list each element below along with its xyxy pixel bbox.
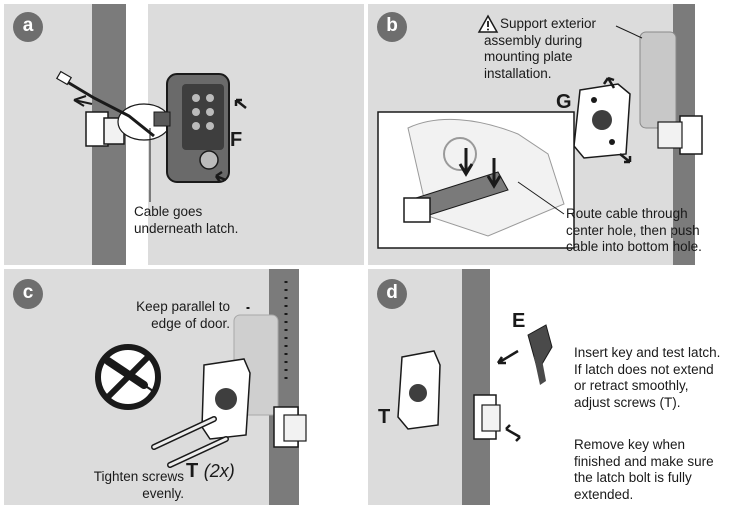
step-d-panel: d E T Insert key and test latch. If latc…	[368, 269, 728, 505]
step-b-illustration	[377, 4, 728, 265]
part-label-t: T	[186, 460, 199, 482]
step-d-illustration	[397, 269, 728, 505]
step-b-badge: b	[377, 12, 407, 42]
step-a-caption: Cable goes underneath latch.	[134, 204, 239, 236]
part-label-f: F	[230, 129, 243, 151]
step-d-instruction-1: Insert key and test latch. If latch does…	[574, 345, 721, 410]
step-c-badge: c	[13, 279, 43, 309]
step-a-panel: a F Cable goes underneath latch.	[4, 4, 364, 265]
part-quantity-note: (2x)	[203, 461, 235, 481]
step-d-badge: d	[377, 279, 407, 309]
step-c-top-caption: Keep parallel to edge of door.	[136, 299, 230, 331]
step-a-badge: a	[13, 12, 43, 42]
step-c-panel: c Keep parallel to edge of door. Tighten…	[4, 269, 364, 505]
step-b-warning: Support exterior assembly during mountin…	[484, 16, 597, 81]
part-label-t-screw: T	[378, 406, 391, 428]
step-c-bottom-caption: Tighten screws evenly.	[93, 469, 184, 501]
step-a-illustration	[55, 4, 247, 265]
step-b-panel: b Support exterior assembly during mount…	[368, 4, 728, 265]
part-label-t-with-note: T (2x)	[186, 461, 235, 481]
step-d-instruction-2: Remove key when finished and make sure t…	[574, 437, 714, 502]
step-b-caption: Route cable through center hole, then pu…	[566, 206, 702, 254]
step-c-illustration	[95, 269, 364, 505]
part-label-g: G	[556, 91, 572, 113]
part-label-e: E	[512, 310, 526, 332]
